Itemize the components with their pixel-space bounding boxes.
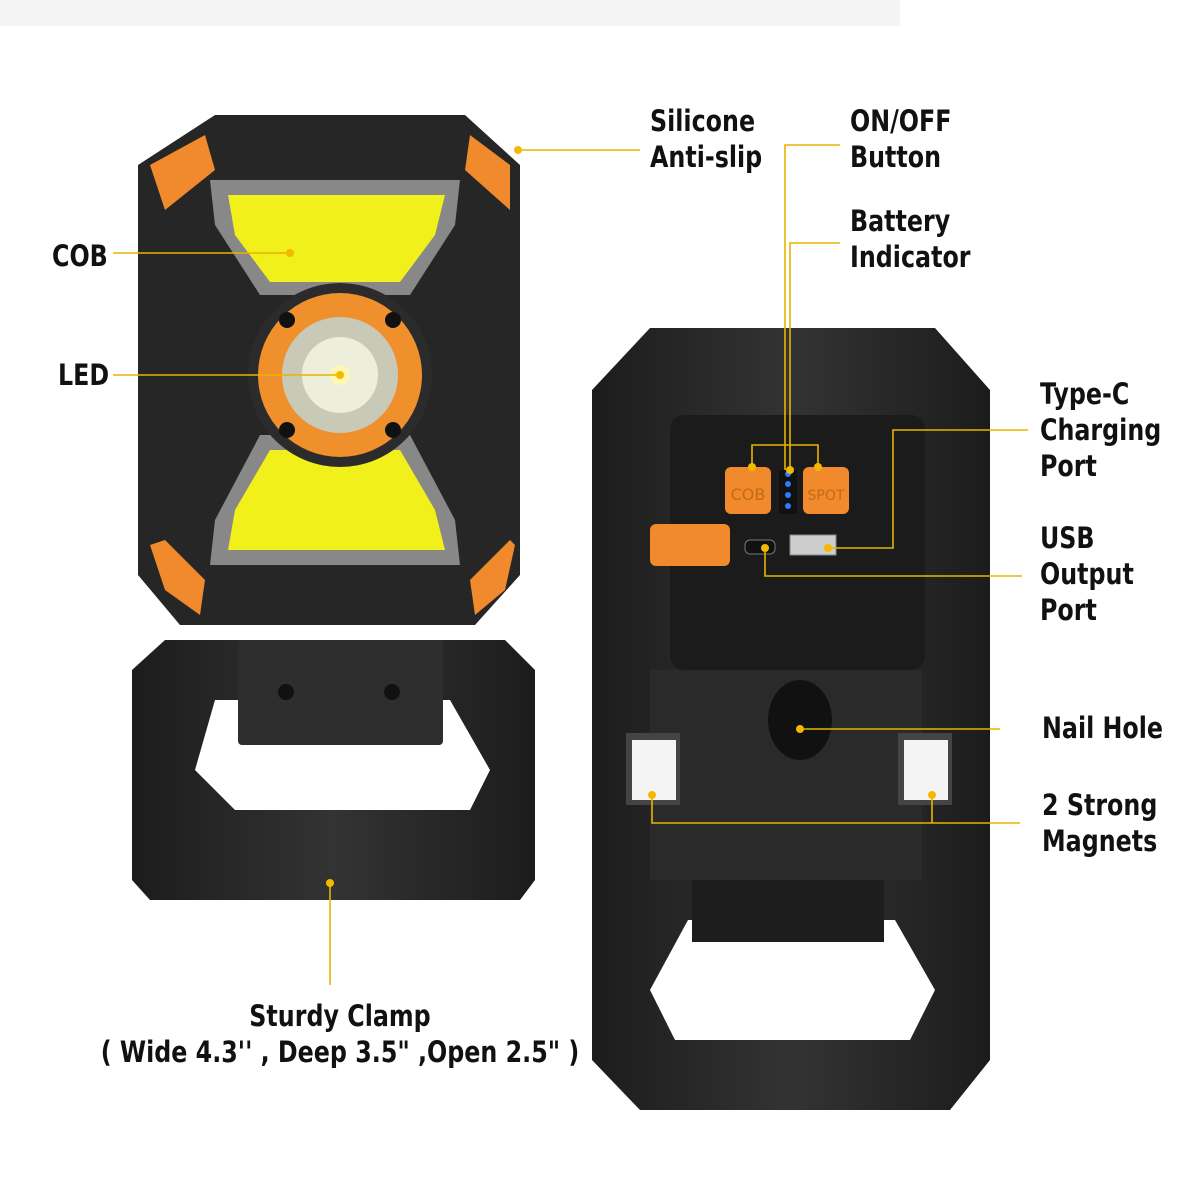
label-line: Port [1040,593,1097,627]
screw-icon [278,684,294,700]
leader-lines [113,144,1028,985]
indicator-led [785,503,791,509]
type-c-port [744,539,776,555]
label-led: LED [58,358,110,392]
label-sturdy-clamp: Sturdy Clamp( Wide 4.3'' , Deep 3.5" ,Op… [61,998,619,1070]
silicone-corner [470,540,515,615]
label-line: ON/OFF [850,104,952,138]
leader-dots [286,146,936,887]
cob-button [725,467,771,514]
usb-port [789,534,837,556]
label-line: Anti-slip [650,140,763,174]
silicone-corner [465,135,510,210]
label-line: ( Wide 4.3'' , Deep 3.5" ,Open 2.5" ) [100,1035,580,1069]
label-line: Output [1040,557,1134,591]
label-line: Indicator [850,240,971,274]
label-line: Magnets [1042,824,1158,858]
front-view-light [132,115,535,900]
label-nail-hole: Nail Hole [1042,711,1164,745]
indicator-led [785,492,791,498]
label-line: Charging [1040,413,1162,447]
label-line: Silicone [650,104,756,138]
label-line: Sturdy Clamp [249,999,431,1033]
magnet [904,740,948,800]
label-line: Port [1040,449,1097,483]
spot-button [803,467,849,514]
label-line: Battery [850,204,951,238]
back-clamp-opening [650,920,935,1040]
cob-button-label: COB [731,485,766,504]
hinge [238,640,443,745]
cob-panel-bottom [228,450,445,550]
label-line: USB [1040,521,1095,555]
nail-hole [768,680,832,760]
label-line: Type-C [1040,377,1130,411]
back-view-light: COB SPOT [592,328,990,1110]
label-line: Button [850,140,942,174]
magnet [632,740,676,800]
label-cob: COB [52,239,108,273]
silicone-corner [150,135,215,210]
label-line: 2 Strong [1042,788,1158,822]
spot-button-label: SPOT [808,488,845,504]
cob-panel-top [228,195,445,282]
screw-icon [384,684,400,700]
port-cover [650,524,730,566]
indicator-led [785,481,791,487]
silicone-corner [150,540,205,615]
